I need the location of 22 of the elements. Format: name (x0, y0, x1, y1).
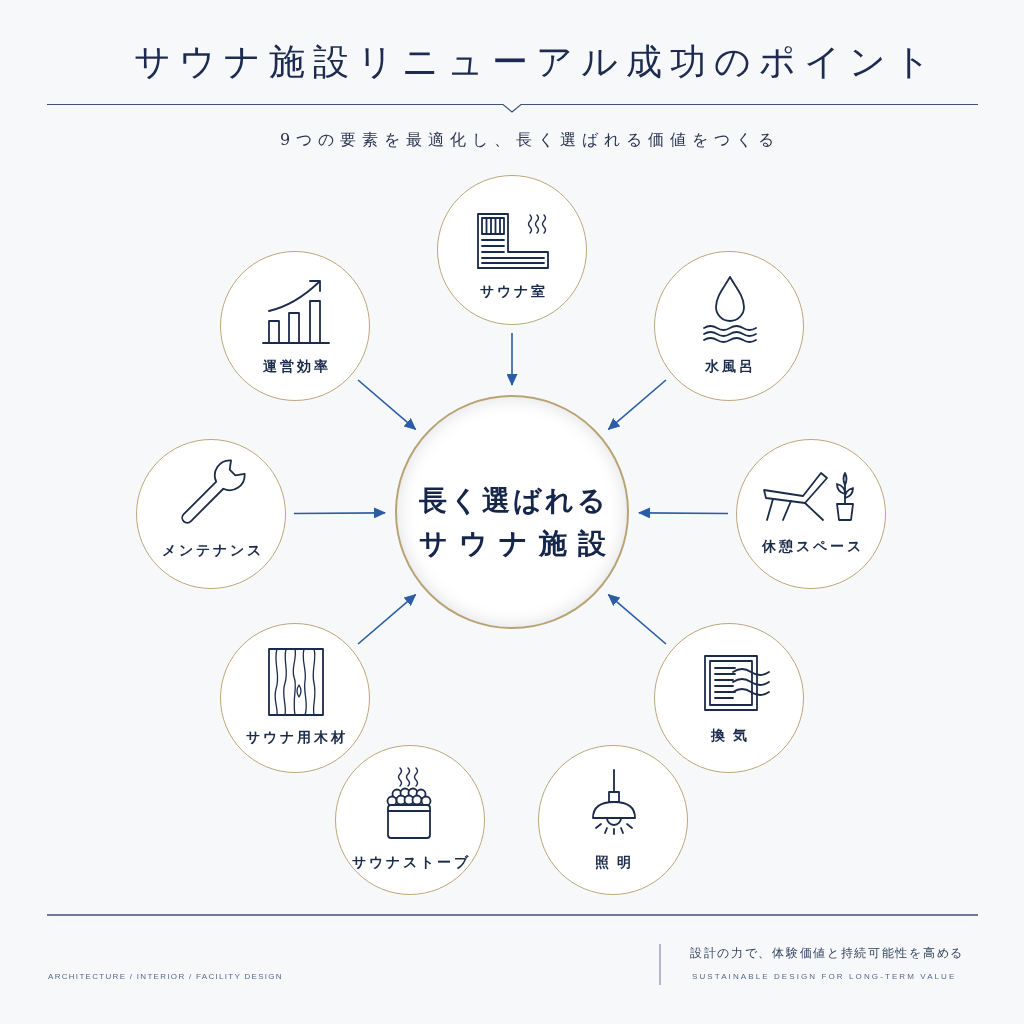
node-label: 休憩スペース (760, 537, 864, 555)
arrow (638, 507, 729, 519)
node-label: メンテナンス (160, 541, 264, 559)
arrow (357, 593, 417, 645)
center-title: 長く選ばれるサウナ施設 (419, 483, 609, 562)
subtitle: 9つの要素を最適化し、長く選ばれる価値をつくる (279, 129, 781, 151)
arrow (607, 593, 667, 645)
node-label: 換気 (710, 726, 755, 744)
tagline: ARCHITECTURE / INTERIOR / FACILITY DESIGN (48, 971, 283, 982)
node-label: サウナ室 (478, 282, 548, 300)
node-label: 運営効率 (261, 357, 331, 375)
node-label: 照明 (594, 853, 639, 871)
arrow (357, 379, 417, 431)
title: サウナ施設リニューアル成功のポイント (134, 40, 939, 83)
arrow (293, 507, 386, 519)
node-label: 水風呂 (704, 357, 756, 375)
arrow (607, 379, 667, 431)
node-label: サウナストーブ (351, 853, 471, 871)
footer-text: 設計の力で、体験価値と持続可能性を高める (690, 945, 964, 962)
arrow (506, 332, 518, 386)
node-label: サウナ用木材 (244, 728, 348, 746)
footer-text: SUSTAINABLE DESIGN FOR LONG-TERM VALUE (692, 971, 957, 982)
